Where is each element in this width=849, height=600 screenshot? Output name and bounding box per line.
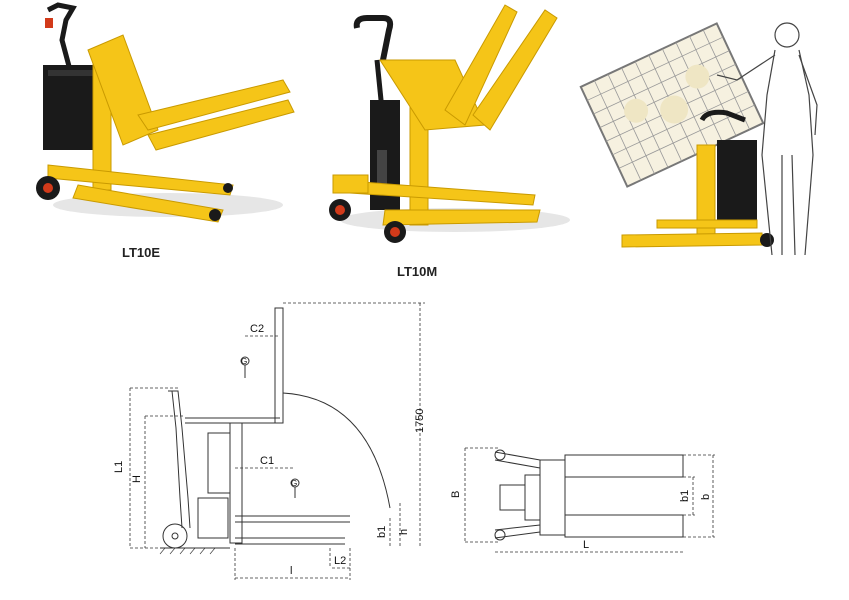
dim-l-small: l xyxy=(290,565,292,577)
lt10m-caption: LT10M xyxy=(397,264,438,279)
dim-l-big: L xyxy=(583,539,589,551)
dim-b: b xyxy=(700,494,712,500)
dim-l1: L1 xyxy=(113,461,125,473)
dim-c2: C2 xyxy=(250,323,264,335)
dim-h-big: H xyxy=(131,475,143,483)
in-use-photo xyxy=(577,15,837,260)
side-view-drawing: 1750 C2 C1 L1 H b1 h l L2 G G xyxy=(110,298,440,583)
dim-b1-side: b1 xyxy=(376,526,388,538)
lt10m-photo xyxy=(305,0,575,255)
g-mark-1: G xyxy=(241,357,247,366)
dim-b1-top: b1 xyxy=(679,490,691,502)
g-mark-2: G xyxy=(291,479,297,488)
dim-b-big: B xyxy=(450,491,462,498)
top-view-drawing: B b1 b L xyxy=(445,440,725,565)
dim-h-small: h xyxy=(398,529,410,535)
dim-1750: 1750 xyxy=(414,409,426,433)
dim-c1: C1 xyxy=(260,455,274,467)
lt10e-caption: LT10E xyxy=(122,245,161,260)
lt10e-photo xyxy=(18,0,298,235)
dim-l2: L2 xyxy=(334,555,346,567)
